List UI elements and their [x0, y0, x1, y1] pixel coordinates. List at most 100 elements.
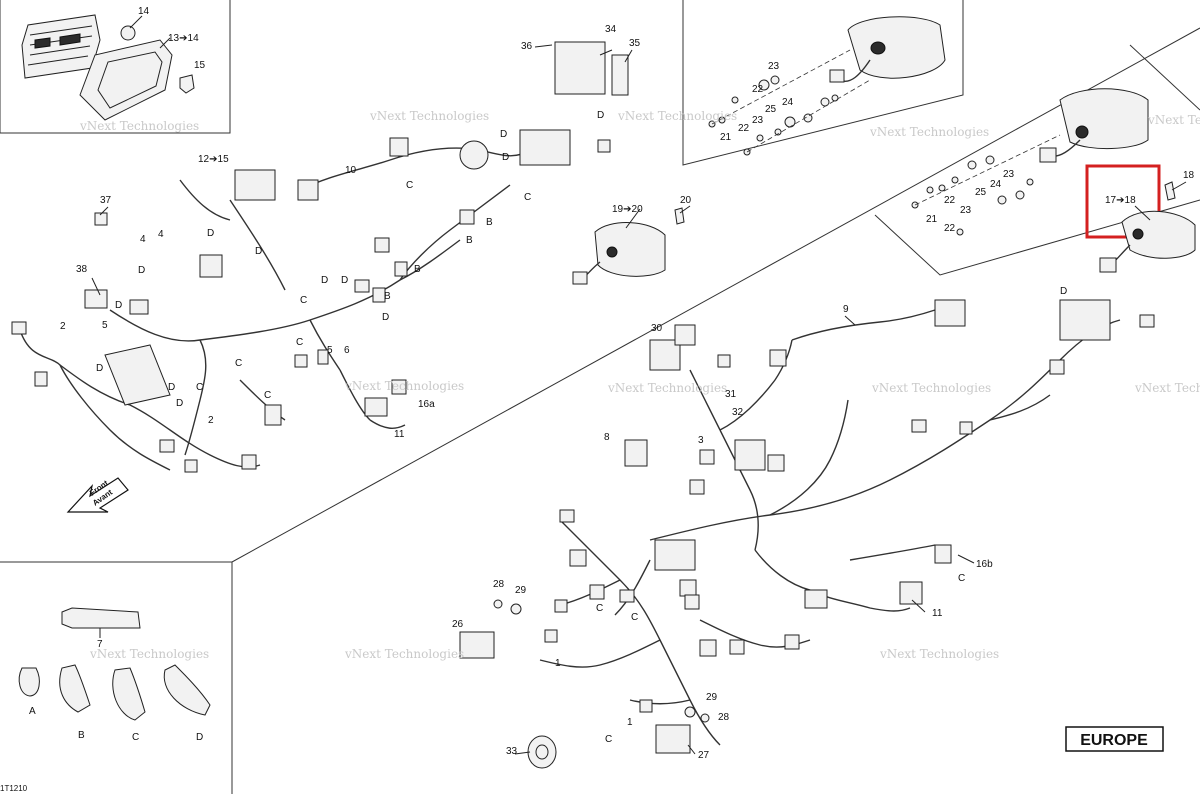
watermark: vNext Technologies: [607, 381, 727, 395]
clip-letter-d: D: [196, 732, 203, 743]
callout-labels: 14 13➔14 15 12➔15 34 36 35 10 37 38 2 2 …: [60, 6, 1195, 761]
clip-letter-d: D: [207, 228, 214, 239]
watermark-group: vNext Technologies vNext Technologies vN…: [79, 109, 1200, 661]
callout-7: 7: [97, 639, 103, 650]
callout-18: 18: [1183, 170, 1195, 181]
leader-lines: [91, 37, 1187, 755]
clip-c-part: [112, 667, 146, 721]
callout-37: 37: [100, 195, 112, 206]
watermark: vNext Technologies: [617, 109, 737, 123]
callout-13-14: 13➔14: [168, 33, 199, 44]
callout-6: 6: [344, 345, 350, 356]
callout-21: 21: [720, 132, 732, 143]
clip-a-part: [18, 667, 40, 697]
clip-letter-c: C: [406, 180, 413, 191]
callout-1: 1: [627, 717, 633, 728]
callout-25: 25: [765, 104, 777, 115]
clip-letter-c: C: [605, 734, 612, 745]
callout-30: 30: [651, 323, 663, 334]
clip-d-part: [163, 664, 211, 716]
lamp-19-20-part: [572, 207, 685, 285]
gauge-knob-part: [120, 25, 136, 41]
clip-letter-d: D: [115, 300, 122, 311]
callout-8: 8: [604, 432, 610, 443]
clip-letter-c: C: [264, 390, 271, 401]
callout-14: 14: [138, 6, 150, 17]
callout-25: 25: [975, 187, 987, 198]
watermark: vNext Technologies: [879, 647, 999, 661]
clip-letter-c: C: [596, 603, 603, 614]
callout-16a: 16a: [418, 399, 435, 410]
callout-17-18: 17➔18: [1105, 195, 1136, 206]
callout-23: 23: [1003, 169, 1015, 180]
clip-letter-b: B: [384, 291, 391, 302]
clip-letter-c: C: [196, 382, 203, 393]
clip-letter-c: C: [296, 337, 303, 348]
callout-19-20: 19➔20: [612, 204, 643, 215]
harness-upper-left: [19, 147, 531, 471]
callout-9: 9: [843, 304, 849, 315]
callout-2: 2: [60, 321, 66, 332]
clip-letter-c: C: [524, 192, 531, 203]
clip-letter-d: D: [502, 152, 509, 163]
watermark: vNext Technologies: [1147, 113, 1200, 127]
callout-27: 27: [698, 750, 710, 761]
callout-12-15: 12➔15: [198, 154, 229, 165]
front-arrow-icon: Front Avant: [66, 477, 129, 513]
callout-11: 11: [394, 429, 405, 440]
callout-23: 23: [768, 61, 780, 72]
lamp-hardware-right: [911, 134, 1061, 236]
callout-26: 26: [452, 619, 464, 630]
lamp-17-18-part: [1099, 181, 1196, 273]
callout-16b: 16b: [976, 559, 993, 570]
callout-23: 23: [960, 205, 972, 216]
horn-part: [527, 735, 557, 769]
inset-box-gauge: [0, 0, 231, 134]
clip-letter-c: C: [132, 732, 139, 743]
callout-31: 31: [725, 389, 737, 400]
watermark: vNext Technologies: [344, 647, 464, 661]
watermark: vNext Technologies: [89, 647, 209, 661]
harness-lower-right: [539, 309, 1121, 746]
clip-letter-d: D: [96, 363, 103, 374]
callout-4: 4: [158, 229, 164, 240]
callout-29: 29: [706, 692, 718, 703]
watermark: vNext Technologies: [344, 379, 464, 393]
callout-24: 24: [782, 97, 794, 108]
clip-letter-b: B: [486, 217, 493, 228]
lamp-right-part: [1039, 88, 1149, 163]
clip-letter-d: D: [597, 110, 604, 121]
connector-cluster-lower: [459, 299, 1155, 754]
callout-23: 23: [752, 115, 764, 126]
clip-letter-d: D: [321, 275, 328, 286]
clip-letter-d: D: [500, 129, 507, 140]
gauge-cluster-part: [21, 14, 101, 79]
clip-letter-d: D: [1060, 286, 1067, 297]
callout-35: 35: [629, 38, 641, 49]
callout-11: 11: [932, 608, 943, 619]
clip-letter-a: A: [29, 706, 36, 717]
lamp-hardware-top: [708, 49, 871, 156]
clip-letter-b: B: [414, 264, 421, 275]
callout-28: 28: [718, 712, 730, 723]
callout-38: 38: [76, 264, 88, 275]
clip-letter-b: B: [78, 730, 85, 741]
tube-7-part: [61, 607, 141, 629]
callout-22: 22: [944, 223, 956, 234]
clip-letter-c: C: [300, 295, 307, 306]
watermark: vNext Technologies: [869, 125, 989, 139]
callout-15: 15: [194, 60, 206, 71]
clip-letter-c: C: [958, 573, 965, 584]
callout-36: 36: [521, 41, 533, 52]
inset-box-lamp-top: [682, 0, 964, 166]
tail-lamp-top-part: [829, 16, 946, 83]
callout-21: 21: [926, 214, 938, 225]
callout-29: 29: [515, 585, 527, 596]
clip-b-part: [59, 664, 91, 713]
region-label: EUROPE: [1080, 732, 1148, 749]
clip-letter-d: D: [255, 246, 262, 257]
callout-28: 28: [493, 579, 505, 590]
watermark: vNext Technologies: [1134, 381, 1200, 395]
clip-letter-d: D: [138, 265, 145, 276]
